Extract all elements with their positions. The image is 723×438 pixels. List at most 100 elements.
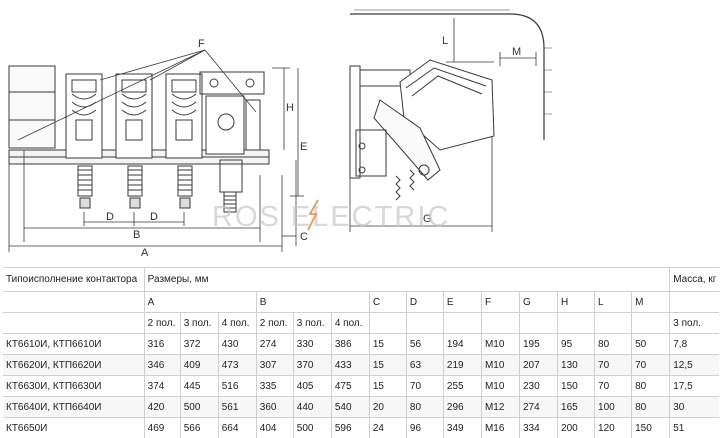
- value-cell: 51: [670, 418, 719, 438]
- value-cell: 150: [558, 376, 595, 397]
- dim-label-f: F: [198, 38, 205, 50]
- value-cell: 274: [519, 397, 557, 418]
- value-cell: 370: [293, 355, 331, 376]
- value-cell: 80: [632, 397, 670, 418]
- value-cell: 194: [443, 334, 481, 355]
- value-cell: 80: [406, 397, 443, 418]
- value-cell: 349: [443, 418, 481, 438]
- value-cell: 100: [595, 397, 632, 418]
- value-cell: 219: [443, 355, 481, 376]
- value-cell: 20: [369, 397, 406, 418]
- value-cell: 56: [406, 334, 443, 355]
- value-cell: 70: [595, 355, 632, 376]
- value-cell: 566: [180, 418, 218, 438]
- header-row: Типоисполнение контактора Размеры, мм Ма…: [3, 268, 719, 292]
- value-cell: 15: [369, 355, 406, 376]
- spec-table: Типоисполнение контактора Размеры, мм Ма…: [3, 267, 719, 438]
- value-cell: 404: [256, 418, 293, 438]
- blank-cell: [3, 313, 144, 334]
- value-cell: 316: [144, 334, 180, 355]
- pole-label: 4 пол.: [331, 313, 369, 334]
- value-cell: 500: [293, 418, 331, 438]
- pole-3: [166, 74, 202, 208]
- dim-label-d-1: D: [106, 211, 114, 223]
- value-cell: 346: [144, 355, 180, 376]
- value-cell: 445: [180, 376, 218, 397]
- group-label-f: F: [481, 292, 519, 313]
- value-cell: M12: [481, 397, 519, 418]
- value-cell: 405: [293, 376, 331, 397]
- value-cell: 274: [256, 334, 293, 355]
- dim-label-m: M: [512, 46, 521, 58]
- pole-1: [66, 74, 102, 208]
- sizes-header: Размеры, мм: [144, 268, 670, 292]
- value-cell: 95: [558, 334, 595, 355]
- value-cell: 96: [406, 418, 443, 438]
- dim-label-d-2: D: [150, 211, 158, 223]
- value-cell: 561: [218, 397, 256, 418]
- pole-label: 3 пол.: [180, 313, 218, 334]
- value-cell: 296: [443, 397, 481, 418]
- value-cell: 150: [632, 418, 670, 438]
- blank-cell: [670, 292, 719, 313]
- group-label-a: A: [144, 292, 256, 313]
- value-cell: 15: [369, 334, 406, 355]
- pole-label: 4 пол.: [218, 313, 256, 334]
- value-cell: 360: [256, 397, 293, 418]
- value-cell: 433: [331, 355, 369, 376]
- value-cell: 475: [331, 376, 369, 397]
- value-cell: 440: [293, 397, 331, 418]
- value-cell: M10: [481, 334, 519, 355]
- value-cell: 17,5: [670, 376, 719, 397]
- value-cell: 469: [144, 418, 180, 438]
- model-cell: КТ6610И, КТП6610И: [3, 334, 144, 355]
- value-cell: 12,5: [670, 355, 719, 376]
- value-cell: 334: [519, 418, 557, 438]
- value-cell: 24: [369, 418, 406, 438]
- mass-pole-label: 3 пол.: [670, 313, 719, 334]
- drive-block: [200, 72, 264, 212]
- dim-label-a: A: [141, 247, 149, 259]
- value-cell: 516: [218, 376, 256, 397]
- value-cell: 330: [293, 334, 331, 355]
- watermark-logo: ROS ELECTRIC: [212, 201, 450, 233]
- dim-label-h: H: [286, 102, 294, 114]
- group-label-g: G: [519, 292, 557, 313]
- group-label-m: M: [632, 292, 670, 313]
- value-cell: 420: [144, 397, 180, 418]
- value-cell: 195: [519, 334, 557, 355]
- value-cell: 473: [218, 355, 256, 376]
- group-label-d: D: [406, 292, 443, 313]
- value-cell: 70: [595, 376, 632, 397]
- value-cell: 335: [256, 376, 293, 397]
- value-cell: 15: [369, 376, 406, 397]
- group-label-h: H: [558, 292, 595, 313]
- value-cell: 80: [632, 376, 670, 397]
- pole-header-row: 2 пол. 3 пол. 4 пол. 2 пол. 3 пол. 4 пол…: [3, 313, 719, 334]
- contactor-drawing: F D D A B C H E L M G ROS ELECTRIC: [0, 0, 723, 262]
- dim-label-b: B: [133, 229, 140, 241]
- pole-label: 3 пол.: [293, 313, 331, 334]
- value-cell: 80: [595, 334, 632, 355]
- blank-cell: [3, 292, 144, 313]
- pole-label: 2 пол.: [144, 313, 180, 334]
- group-label-e: E: [443, 292, 481, 313]
- dim-label-l: L: [442, 35, 448, 47]
- value-cell: 500: [180, 397, 218, 418]
- value-cell: 207: [519, 355, 557, 376]
- value-cell: 63: [406, 355, 443, 376]
- value-cell: 255: [443, 376, 481, 397]
- value-cell: 596: [331, 418, 369, 438]
- value-cell: 374: [144, 376, 180, 397]
- value-cell: 430: [218, 334, 256, 355]
- side-view: [350, 10, 552, 200]
- model-cell: КТ6640И, КТП6640И: [3, 397, 144, 418]
- pole-2: [116, 74, 152, 208]
- value-cell: 200: [558, 418, 595, 438]
- dim-label-e: E: [300, 141, 307, 153]
- group-header-row: A B C D E F G H L M: [3, 292, 719, 313]
